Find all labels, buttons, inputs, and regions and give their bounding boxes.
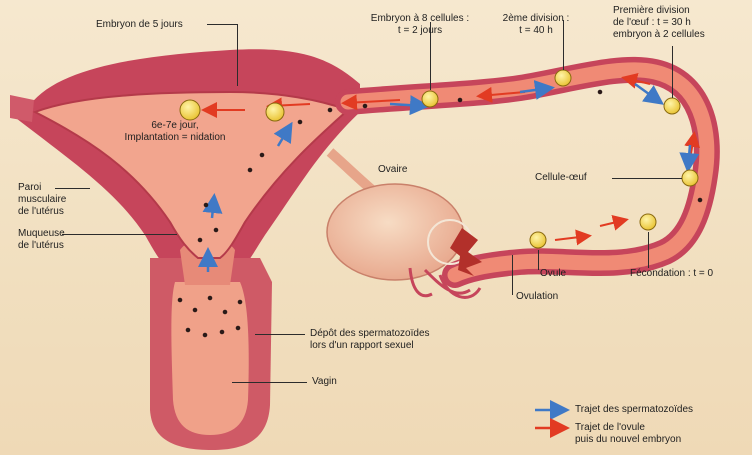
label-embryo8-line2: t = 2 jours [357, 25, 483, 37]
label-vagin-text: Vagin [312, 376, 337, 388]
label-depot: Dépôt des spermatozoïdes lors d'un rappo… [310, 328, 430, 352]
label-cellule-text: Cellule-œuf [535, 172, 587, 184]
label-embryo8-line1: Embryon à 8 cellules : [357, 13, 483, 25]
vagina-inner [171, 282, 248, 435]
label-depot-line1: Dépôt des spermatozoïdes [310, 328, 430, 340]
label-vagin: Vagin [312, 376, 337, 388]
label-implantation: 6e-7e jour, Implantation = nidation [110, 120, 240, 144]
egg-cell [682, 170, 698, 186]
leader-fecondation [648, 232, 649, 268]
label-fecondation-text: Fécondation : t = 0 [630, 268, 713, 280]
fertilization-cell [640, 214, 656, 230]
legend-sperm-text: Trajet des spermatozoïdes [575, 404, 693, 416]
leader-embryo5 [207, 24, 237, 25]
label-embryo-8-cells: Embryon à 8 cellules : t = 2 jours [357, 13, 483, 37]
label-second-division: 2ème division : t = 40 h [492, 13, 580, 37]
embryo-2-cells [664, 98, 680, 114]
label-div1-line3: embryon à 2 cellules [613, 29, 705, 41]
leader-ovule [538, 250, 539, 270]
label-paroi: Paroi musculaire de l'utérus [18, 182, 66, 218]
legend-sperm-path: Trajet des spermatozoïdes [575, 404, 693, 416]
embryo-5-days [266, 103, 284, 121]
label-ovaire-text: Ovaire [378, 164, 407, 176]
label-ovule-text: Ovule [540, 268, 566, 280]
label-div2-line2: t = 40 h [492, 25, 580, 37]
label-muqueuse: Muqueuse de l'utérus [18, 228, 65, 252]
label-ovulation: Ovulation [516, 291, 558, 303]
label-ovulation-text: Ovulation [516, 291, 558, 303]
label-paroi-line1: Paroi [18, 182, 66, 194]
embryo-4-cells [555, 70, 571, 86]
leader-embryo5-v [237, 24, 238, 86]
label-depot-line2: lors d'un rapport sexuel [310, 340, 430, 352]
label-paroi-line3: de l'utérus [18, 206, 66, 218]
label-embryo-5-days: Embryon de 5 jours [96, 19, 183, 31]
label-implant-line2: Implantation = nidation [110, 132, 240, 144]
label-embryo5-text: Embryon de 5 jours [96, 19, 183, 31]
ovary [327, 184, 463, 280]
label-div1-line1: Première division [613, 5, 705, 17]
label-first-division: Première division de l'œuf : t = 30 h em… [613, 5, 705, 41]
leader-vagin [232, 382, 307, 383]
leader-muqueuse [62, 234, 177, 235]
implanted-embryo [180, 100, 200, 120]
label-div1-line2: de l'œuf : t = 30 h [613, 17, 705, 29]
label-ovaire: Ovaire [378, 164, 407, 176]
label-div2-line1: 2ème division : [492, 13, 580, 25]
left-tube [10, 95, 34, 122]
label-fecondation: Fécondation : t = 0 [630, 268, 713, 280]
label-muqueuse-line1: Muqueuse [18, 228, 65, 240]
leader-cellule [612, 178, 682, 179]
legend-ovum-path: Trajet de l'ovule puis du nouvel embryon [575, 422, 681, 446]
label-ovule: Ovule [540, 268, 566, 280]
label-paroi-line2: musculaire [18, 194, 66, 206]
label-cellule-oeuf: Cellule-œuf [535, 172, 587, 184]
leader-depot [255, 334, 305, 335]
legend-ovum-line1: Trajet de l'ovule [575, 422, 681, 434]
label-muqueuse-line2: de l'utérus [18, 240, 65, 252]
leader-div1 [672, 46, 673, 98]
embryo-8-cells [422, 91, 438, 107]
label-implant-line1: 6e-7e jour, [110, 120, 240, 132]
leader-ovulation [512, 255, 513, 295]
ovum [530, 232, 546, 248]
legend-ovum-line2: puis du nouvel embryon [575, 434, 681, 446]
